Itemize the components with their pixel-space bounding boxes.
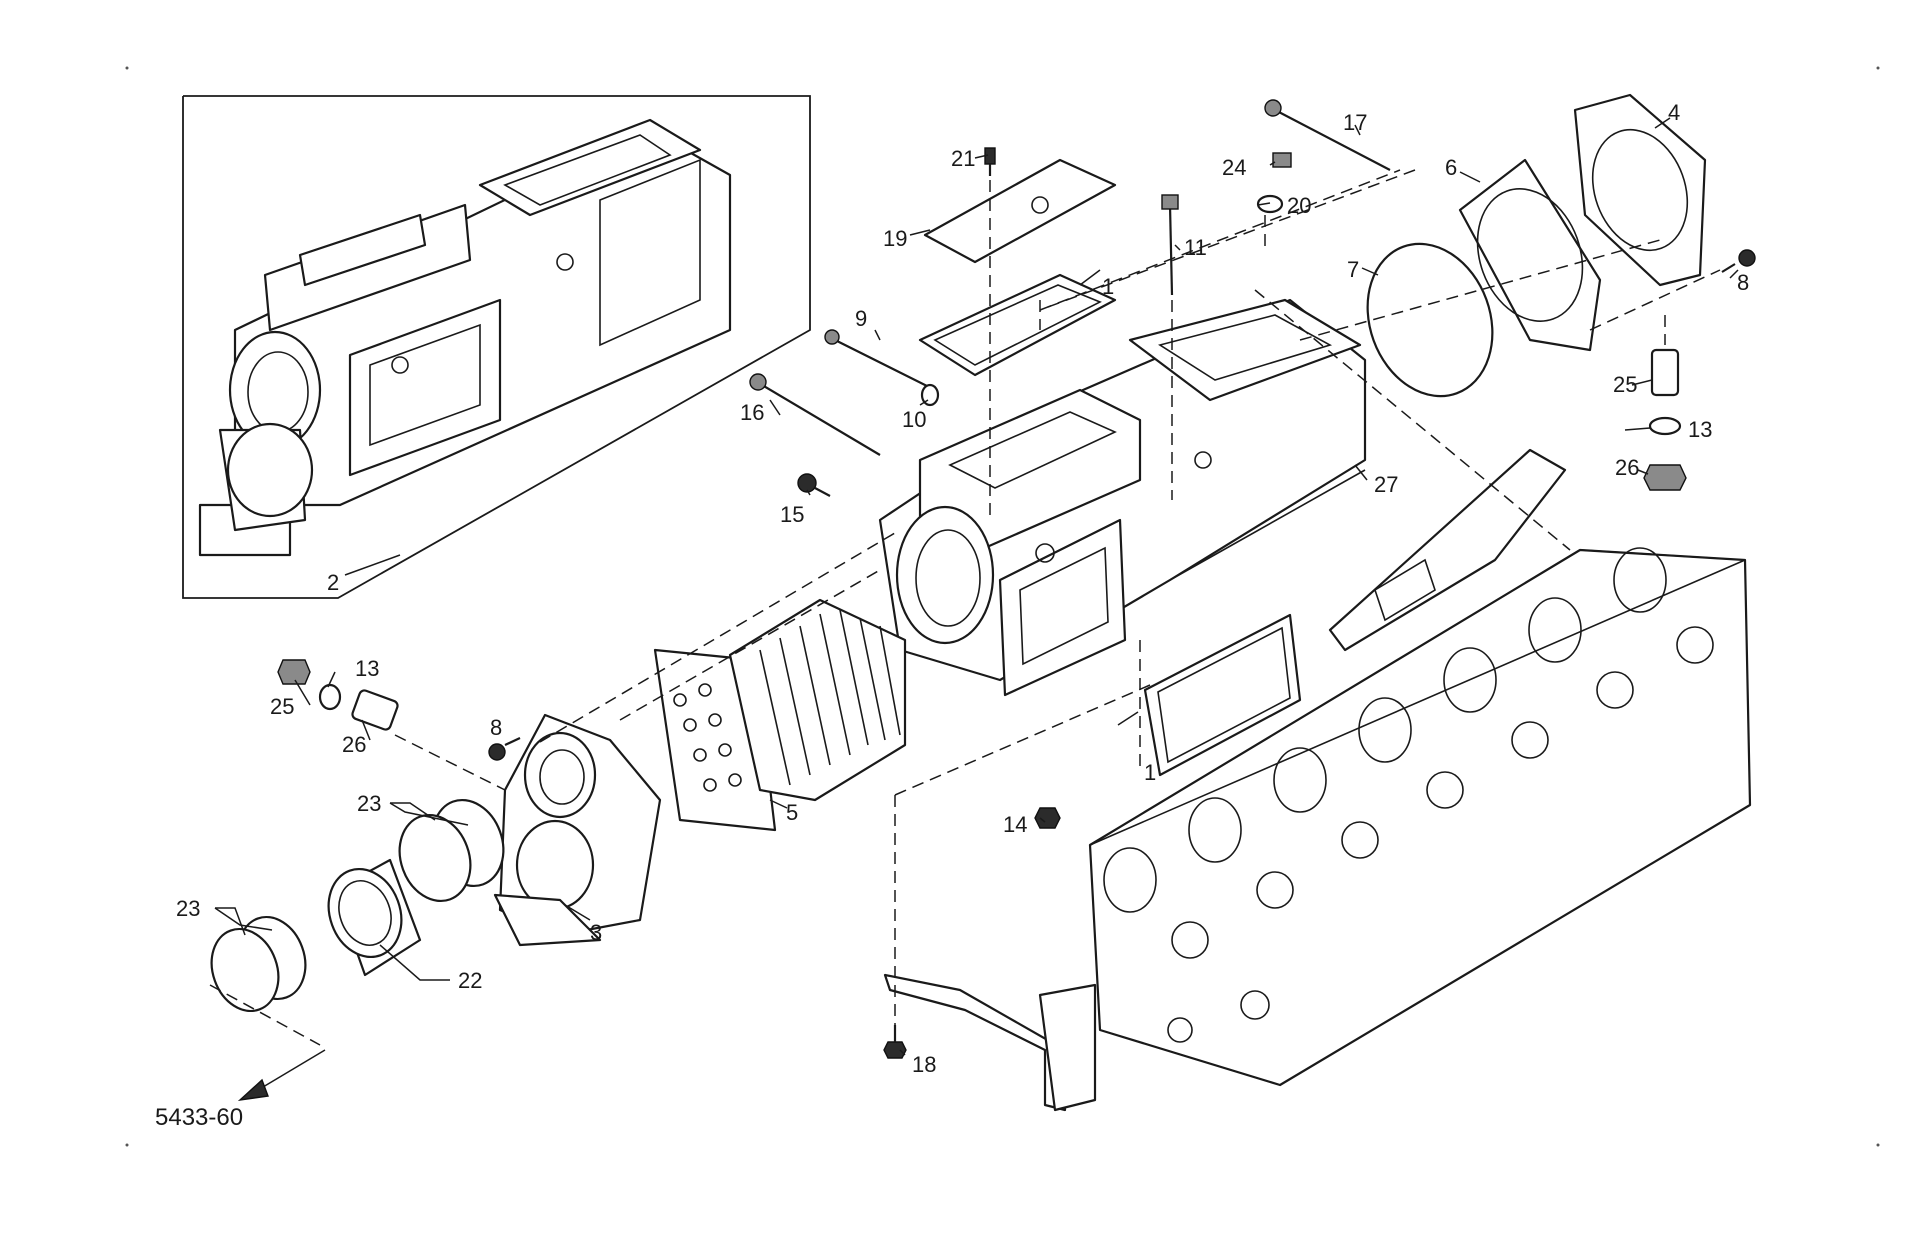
- callout-10: 10: [902, 407, 926, 432]
- part-3-end-cover: [493, 713, 662, 947]
- callout-1-upper: 1: [1102, 274, 1114, 299]
- callout-9: 9: [855, 306, 867, 331]
- callout-22: 22: [458, 968, 482, 993]
- callout-18: 18: [912, 1052, 936, 1077]
- callout-13-left: 13: [355, 656, 379, 681]
- fasteners: [277, 99, 1756, 1059]
- callout-25-left: 25: [270, 694, 294, 719]
- callout-13-right: 13: [1688, 417, 1712, 442]
- part-7-o-ring: [1366, 242, 1494, 398]
- callout-5: 5: [786, 800, 798, 825]
- callout-8-right: 8: [1737, 270, 1749, 295]
- callout-23-lower: 23: [176, 896, 200, 921]
- callout-20: 20: [1287, 193, 1311, 218]
- leader-lines: [214, 117, 1739, 1056]
- callout-15: 15: [780, 502, 804, 527]
- callout-21: 21: [951, 146, 975, 171]
- support-bracket: [883, 973, 1097, 1112]
- part-4-rear-cover: [1573, 93, 1707, 287]
- callout-8-left: 8: [490, 715, 502, 740]
- callout-7: 7: [1347, 257, 1359, 282]
- part-1-gasket-upper: [918, 273, 1117, 377]
- part-19-cover-plate: [923, 158, 1117, 264]
- callout-27: 27: [1374, 472, 1398, 497]
- reference-arrow: [237, 1049, 326, 1102]
- part-5-filter-element: [653, 598, 907, 832]
- callout-23-upper: 23: [357, 791, 381, 816]
- assembly-inset: [182, 95, 811, 599]
- inset-frame: [182, 95, 811, 599]
- part-6-flange-gasket: [1458, 158, 1602, 352]
- mounting-plate: [1328, 448, 1567, 652]
- callout-6: 6: [1445, 155, 1457, 180]
- callout-labels: 1 1 2 3 4 5 6 7 8 8 9 10 11 13 13 14 15 …: [176, 100, 1749, 1077]
- figure-reference: 5433-60: [155, 1104, 243, 1131]
- part-1-gasket-lower: [1143, 613, 1302, 777]
- callout-14: 14: [1003, 812, 1027, 837]
- callout-1-lower: 1: [1144, 760, 1156, 785]
- assembly-lines: [209, 169, 1721, 1046]
- corner-marks: [125, 66, 1880, 1147]
- callout-26-left: 26: [342, 732, 366, 757]
- callout-19: 19: [883, 226, 907, 251]
- callout-26-right: 26: [1615, 455, 1639, 480]
- callout-4: 4: [1668, 100, 1680, 125]
- callout-3: 3: [590, 920, 602, 945]
- callout-2: 2: [327, 570, 339, 595]
- callout-17: 17: [1343, 110, 1367, 135]
- assembled-manifold-drawing: [198, 118, 732, 557]
- callout-16: 16: [740, 400, 764, 425]
- cylinder-head: [1088, 547, 1752, 1087]
- callout-11: 11: [1184, 235, 1207, 260]
- callout-25-right: 25: [1613, 372, 1637, 397]
- part-23-rings-and-22-sleeve: [210, 798, 505, 1013]
- part-27-manifold-body: [878, 298, 1367, 697]
- callout-24: 24: [1222, 155, 1246, 180]
